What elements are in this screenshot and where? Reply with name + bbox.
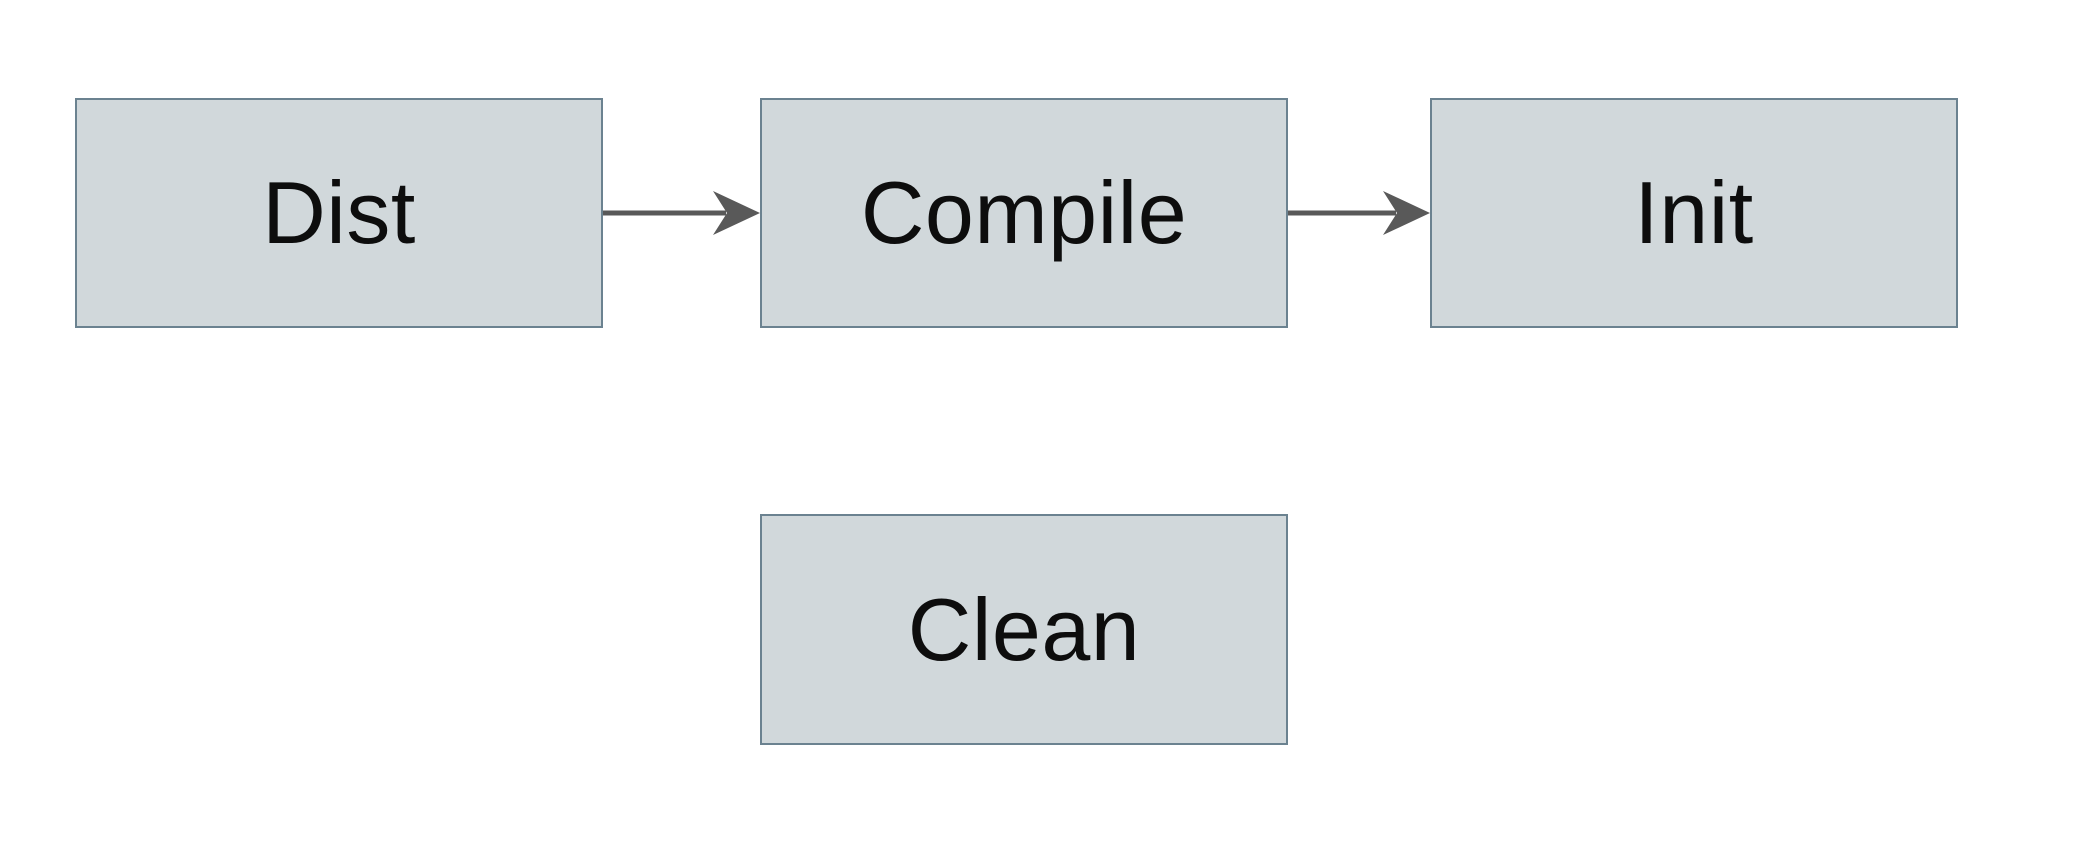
node-init: Init xyxy=(1430,98,1958,328)
node-clean: Clean xyxy=(760,514,1288,745)
node-compile-label: Compile xyxy=(860,163,1188,262)
arrow-compile-to-init xyxy=(1288,191,1430,235)
node-dist: Dist xyxy=(75,98,603,328)
arrow-dist-to-compile xyxy=(603,191,760,235)
arrowhead-icon xyxy=(1383,191,1430,235)
node-clean-label: Clean xyxy=(907,579,1141,679)
node-compile: Compile xyxy=(760,98,1288,328)
node-dist-label: Dist xyxy=(262,163,416,262)
arrowhead-icon xyxy=(713,191,760,235)
node-init-label: Init xyxy=(1634,163,1754,262)
